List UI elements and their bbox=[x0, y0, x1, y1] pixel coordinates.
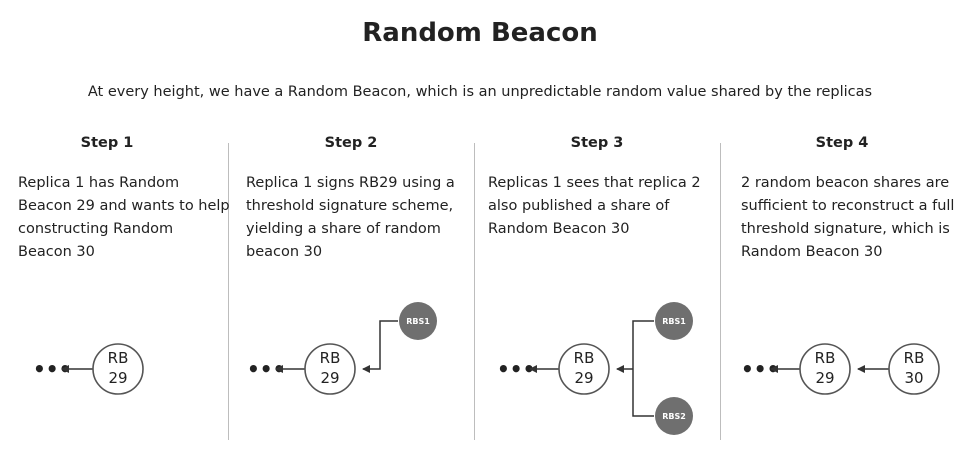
page-title: Random Beacon bbox=[362, 18, 598, 48]
rb-label: RB bbox=[815, 349, 836, 367]
step-1-line: Replica 1 has Random bbox=[18, 175, 180, 191]
rb-label: RB bbox=[320, 349, 341, 367]
rb-number: 29 bbox=[574, 369, 593, 387]
step-4-line: 2 random beacon shares are bbox=[741, 175, 950, 191]
rb-label: RB bbox=[108, 349, 129, 367]
step-4-line: Random Beacon 30 bbox=[741, 244, 883, 260]
ellipsis: ••• bbox=[497, 357, 535, 381]
share-label: RBS2 bbox=[662, 412, 686, 421]
step-1-line: Beacon 30 bbox=[18, 244, 95, 260]
column-divider-1 bbox=[228, 143, 229, 440]
step-3-diagram: ••• RB 29 RBS1 RBS2 bbox=[497, 302, 693, 435]
share-label: RBS1 bbox=[406, 317, 430, 326]
share-label: RBS1 bbox=[662, 317, 686, 326]
step-2-line: yielding a share of random bbox=[246, 221, 441, 237]
rb-number: 29 bbox=[815, 369, 834, 387]
step-4-heading: Step 4 bbox=[815, 135, 869, 151]
column-divider-2 bbox=[474, 143, 475, 440]
rbs2-share-node: RBS2 bbox=[655, 397, 693, 435]
rb29-node: RB 29 bbox=[92, 343, 144, 395]
rb-number: 29 bbox=[108, 369, 127, 387]
rb-label: RB bbox=[904, 349, 925, 367]
step-4-description: 2 random beacon shares are sufficient to… bbox=[741, 172, 956, 264]
step-1-diagram: ••• RB 29 bbox=[33, 343, 144, 395]
step-4-line: threshold signature, which is bbox=[741, 221, 950, 237]
rb-number: 29 bbox=[320, 369, 339, 387]
step-4-line: sufficient to reconstruct a full bbox=[741, 198, 955, 214]
step-4-diagram: ••• RB 29 RB 30 bbox=[741, 343, 940, 395]
step-3-line: Replicas 1 sees that replica 2 bbox=[488, 175, 701, 191]
step-3-line: Random Beacon 30 bbox=[488, 221, 630, 237]
step-1-heading: Step 1 bbox=[80, 135, 134, 151]
rb29-node: RB 29 bbox=[304, 343, 356, 395]
rbs1-share-node: RBS1 bbox=[399, 302, 437, 340]
column-divider-3 bbox=[720, 143, 721, 440]
rb30-node: RB 30 bbox=[888, 343, 940, 395]
step-1-description: Replica 1 has Random Beacon 29 and wants… bbox=[18, 172, 233, 264]
step-2-heading: Step 2 bbox=[324, 135, 378, 151]
rb29-node: RB 29 bbox=[799, 343, 851, 395]
step-2-diagram: ••• RB 29 RBS1 bbox=[247, 302, 437, 395]
share-arrow bbox=[362, 320, 398, 373]
step-1-line: constructing Random bbox=[18, 221, 174, 237]
page-subtitle: At every height, we have a Random Beacon… bbox=[87, 84, 873, 100]
step-3-line: also published a share of bbox=[488, 198, 670, 214]
step-3-description: Replicas 1 sees that replica 2 also publ… bbox=[488, 172, 703, 241]
rb-number: 30 bbox=[904, 369, 923, 387]
step-1-line: Beacon 29 and wants to help bbox=[18, 198, 230, 214]
step-2-line: beacon 30 bbox=[246, 244, 323, 260]
rb29-node: RB 29 bbox=[558, 343, 610, 395]
rb-label: RB bbox=[574, 349, 595, 367]
step-2-line: Replica 1 signs RB29 using a bbox=[246, 175, 455, 191]
step-2-description: Replica 1 signs RB29 using a threshold s… bbox=[246, 172, 461, 264]
share-bracket bbox=[632, 320, 654, 417]
step-3-heading: Step 3 bbox=[570, 135, 624, 151]
step-2-line: threshold signature scheme, bbox=[246, 198, 454, 214]
rbs1-share-node: RBS1 bbox=[655, 302, 693, 340]
